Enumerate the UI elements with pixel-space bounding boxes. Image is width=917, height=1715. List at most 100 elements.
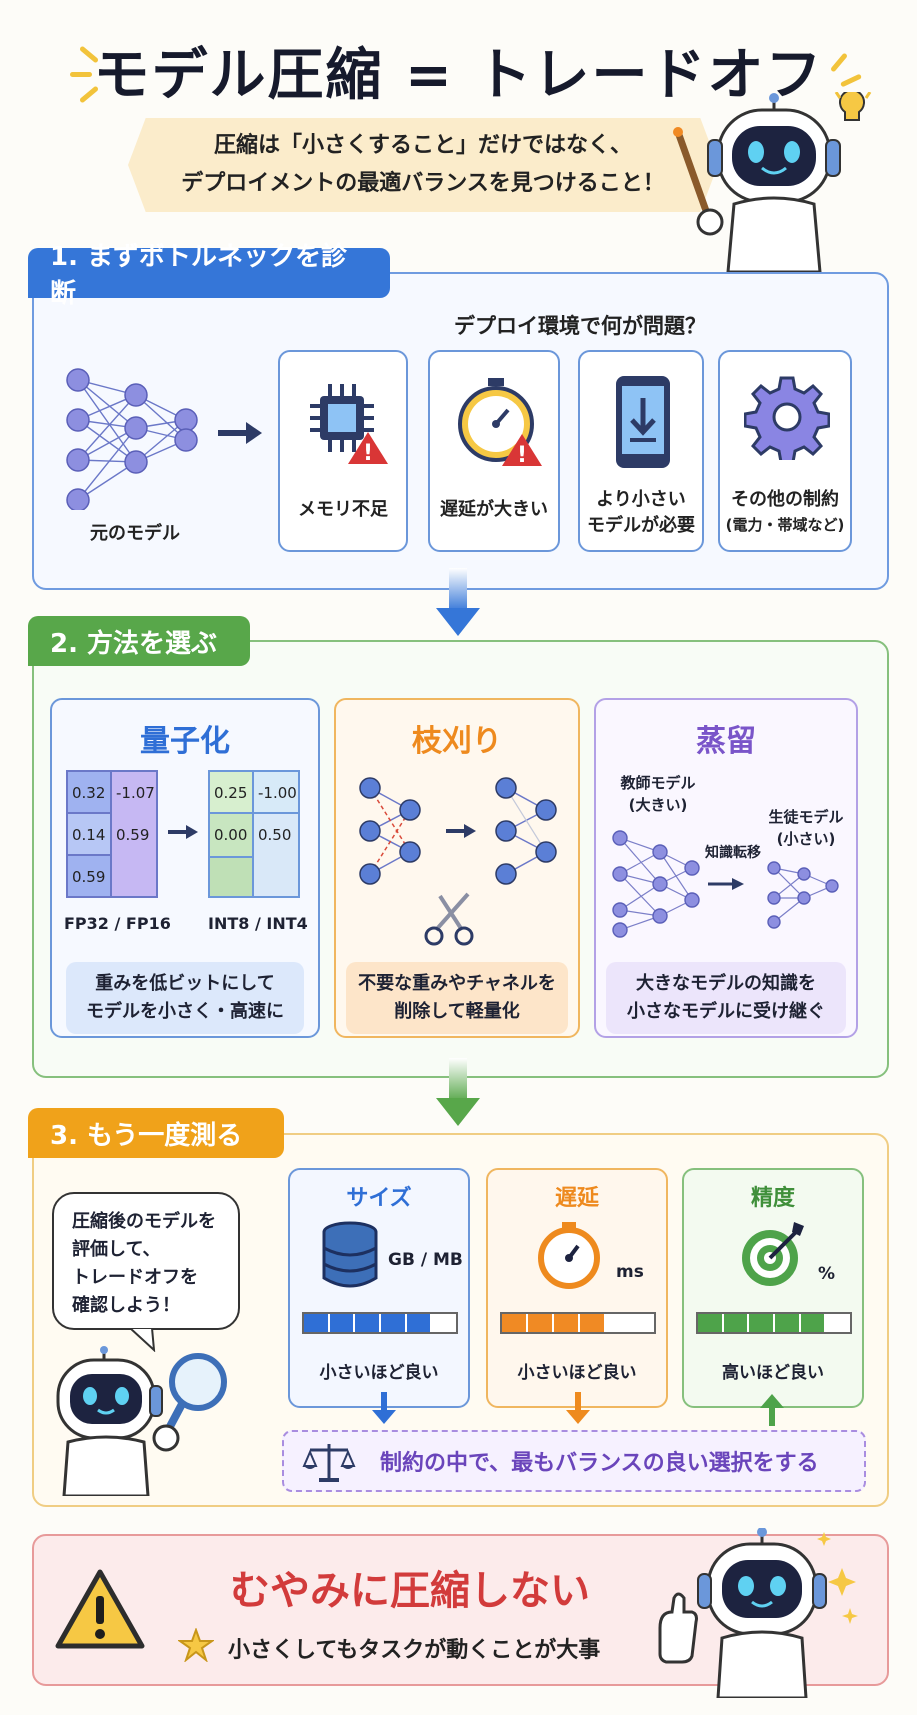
arrow-right-icon xyxy=(168,825,198,839)
metric-title: 精度 xyxy=(750,1186,795,1211)
metric-bar-segment xyxy=(381,1314,407,1332)
matrix-cell xyxy=(254,814,298,896)
problem-label: その他の制約 xyxy=(731,489,839,510)
problem-card-other: その他の制約 (電力・帯域など) xyxy=(718,350,852,552)
metric-bar-segment xyxy=(406,1314,433,1332)
weight-value: 0.32 xyxy=(72,784,106,802)
arrow-down-icon xyxy=(372,1392,396,1424)
teacher-student-network-icon xyxy=(612,830,839,938)
stopwatch-icon xyxy=(538,1222,600,1289)
method-card-distillation: 蒸留 教師モデル (大きい) 生徒モデル (小さい) 知識転移 xyxy=(594,698,858,1038)
sparkle-icon xyxy=(70,72,92,77)
bubble-line: 圧縮後のモデルを xyxy=(72,1211,216,1232)
svg-text:!: ! xyxy=(517,443,527,468)
weight-value: -1.00 xyxy=(258,784,297,802)
desc-line: 削除して軽量化 xyxy=(394,1001,520,1022)
subtitle-banner: 圧縮は「小さくすること」だけではなく、 デプロイメントの最適バランスを見つけるこ… xyxy=(128,118,718,212)
weight-matrix-after: 0.25 -1.00 0.00 0.50 xyxy=(208,770,300,898)
metric-bar-segment xyxy=(432,1314,456,1332)
weight-value: 0.25 xyxy=(214,784,248,802)
step2-tab: 2. 方法を選ぶ xyxy=(28,616,250,666)
metric-unit: GB / MB xyxy=(388,1250,463,1270)
flow-arrow xyxy=(449,1058,467,1102)
arrow-down-icon xyxy=(566,1392,590,1424)
database-icon xyxy=(322,1221,378,1288)
robot-thumbs-up-icon xyxy=(658,1528,858,1698)
teacher-title: 教師モデル xyxy=(620,774,696,792)
speech-bubble: 圧縮後のモデルを 評価して、 トレードオフを 確認しよう！ xyxy=(52,1192,240,1330)
metric-bar xyxy=(500,1312,656,1334)
teacher-size: (大きい) xyxy=(628,796,688,814)
desc-line: 小さなモデルに受け継ぐ xyxy=(627,1001,825,1022)
metric-bar-segment xyxy=(554,1314,580,1332)
page-title: モデル圧縮 = トレードオフ xyxy=(93,43,824,108)
desc-line: 不要な重みやチャネルを xyxy=(358,973,556,994)
weight-value: 0.00 xyxy=(214,826,248,844)
student-size: (小さい) xyxy=(776,830,836,848)
step3-tab: 3. もう一度測る xyxy=(28,1108,284,1158)
matrix-cell xyxy=(68,814,112,856)
problem-label: 遅延が大きい xyxy=(440,499,548,520)
matrix-cell xyxy=(68,856,112,896)
transfer-label: 知識転移 xyxy=(705,845,761,861)
metric-bar-segment xyxy=(749,1314,776,1332)
subtitle-line: 圧縮は「小さくすること」だけではなく、 xyxy=(213,133,632,158)
footer-headline: むやみに圧縮しない xyxy=(230,1568,590,1614)
weight-value: 0.59 xyxy=(72,868,106,886)
weight-value: -1.07 xyxy=(116,784,155,802)
method-title: 量子化 xyxy=(140,724,230,759)
matrix-cell xyxy=(68,772,112,814)
warning-icon xyxy=(55,1569,145,1649)
matrix-cell xyxy=(112,772,156,896)
precision-label: INT8 / INT4 xyxy=(208,914,308,933)
bubble-line: 確認しよう！ xyxy=(72,1295,180,1316)
metric-note: 高いほど良い xyxy=(722,1363,824,1383)
metric-bar-segment xyxy=(606,1314,630,1332)
flow-arrow-head xyxy=(436,608,480,636)
robot-teacher-icon xyxy=(673,92,872,272)
metric-bar-segment xyxy=(580,1314,606,1332)
phone-download-icon xyxy=(616,376,670,468)
problem-card-size: より小さい モデルが必要 xyxy=(578,350,704,552)
arrow-right-icon xyxy=(218,422,262,444)
metric-unit: ms xyxy=(616,1262,644,1282)
method-card-quantization: 量子化 0.32 -1.07 0.14 0.59 0.59 0.25 -1.00… xyxy=(50,698,320,1038)
footer-sub: 小さくしてもタスクが動くことが大事 xyxy=(228,1638,601,1663)
method-title: 蒸留 xyxy=(696,724,756,759)
metric-bar-segment xyxy=(698,1314,724,1332)
subtitle-line: デプロイメントの最適バランスを見つけること！ xyxy=(181,171,665,196)
metric-bar-segment xyxy=(304,1314,330,1332)
problem-card-latency: ! 遅延が大きい xyxy=(428,350,560,552)
teacher-label: 教師モデル (大きい) xyxy=(608,772,708,816)
metric-card-accuracy: 精度 % 高いほど良い xyxy=(682,1168,864,1408)
metric-bar-segment xyxy=(630,1314,654,1332)
speech-tail xyxy=(130,1328,156,1352)
problem-card-memory: ! メモリ不足 xyxy=(278,350,408,552)
method-title: 枝刈り xyxy=(412,724,502,759)
balance-scale-icon xyxy=(302,1444,356,1482)
metric-bar-segment xyxy=(826,1314,850,1332)
method-description: 重みを低ビットにして モデルを小さく・高速に xyxy=(66,962,304,1034)
flow-arrow-head xyxy=(436,1098,480,1126)
chip-warning-icon: ! xyxy=(310,384,388,466)
step1-tab: 1. まずボトルネックを診断 xyxy=(28,242,390,309)
target-icon xyxy=(742,1222,804,1286)
neural-network-icon xyxy=(66,368,198,510)
weight-value: 0.14 xyxy=(72,826,106,844)
weight-value: 0.59 xyxy=(116,826,150,844)
desc-line: 重みを低ビットにして xyxy=(95,973,275,994)
balance-banner: 制約の中で、最もバランスの良い選択をする xyxy=(282,1430,866,1492)
desc-line: 大きなモデルの知識を xyxy=(636,973,816,994)
metric-card-size: サイズ GB / MB 小さいほど良い xyxy=(288,1168,470,1408)
problem-label: (電力・帯域など) xyxy=(725,516,845,534)
metric-bar-segment xyxy=(723,1314,750,1332)
robot-magnifier-icon xyxy=(56,1346,227,1496)
gear-icon xyxy=(744,376,830,460)
metric-title: 遅延 xyxy=(554,1186,599,1211)
method-card-pruning: 枝刈り xyxy=(334,698,580,1038)
metric-bar xyxy=(696,1312,852,1334)
matrix-cell xyxy=(210,772,254,814)
weight-value: 0.50 xyxy=(258,826,292,844)
method-description: 大きなモデルの知識を 小さなモデルに受け継ぐ xyxy=(606,962,846,1034)
metric-bar-segment xyxy=(502,1314,528,1332)
